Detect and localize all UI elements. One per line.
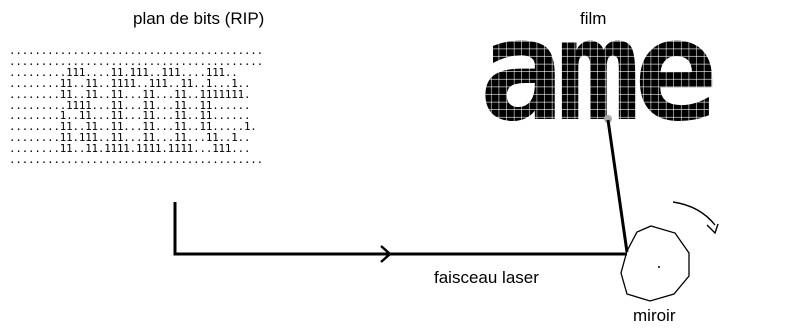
mirror-label: miroir bbox=[633, 306, 676, 325]
laser-direction-arrow bbox=[380, 245, 392, 263]
film-text: ame bbox=[479, 0, 713, 153]
bitmap-row: .........1111...11...11...11..11...... bbox=[9, 98, 251, 112]
bitmap-row: ........1..11...11...11...11..11...... bbox=[9, 109, 251, 123]
bitmap-row: ........11..11.1111.1111.1111...111... bbox=[9, 142, 251, 156]
bitmap-row: ........................................ bbox=[9, 44, 264, 57]
bitmap-title: plan de bits (RIP) bbox=[133, 9, 265, 28]
rotation-arrow-arc bbox=[672, 201, 716, 226]
bitmap-row: ........11..11..1111..111..11..1...1.. bbox=[9, 76, 251, 90]
bitmap-row: ........11.111..11...11...11...11..1.. bbox=[9, 131, 251, 145]
film-contact-point bbox=[604, 115, 612, 123]
bitmap-row: ........................................ bbox=[9, 54, 264, 68]
bitmap-row: ........................................ bbox=[9, 153, 264, 167]
rotating-mirror bbox=[620, 225, 690, 302]
mirror-center-dot bbox=[658, 266, 660, 268]
bitmap-grid: ........................................… bbox=[9, 44, 264, 167]
bitmap-row: ........11..11..11...11...11..11.....1. bbox=[9, 120, 257, 134]
bitmap-row: .........111....11.111..111....111.. bbox=[9, 65, 238, 79]
rotation-arrow-head bbox=[706, 223, 719, 235]
film-pixel-text: ame bbox=[479, 0, 720, 153]
reflected-beam-line bbox=[606, 119, 629, 253]
bitmap-row: ........11..11..11...11...11..1111111. bbox=[9, 87, 251, 101]
film-title: film bbox=[580, 9, 607, 28]
laser-beam-path bbox=[173, 202, 627, 256]
laser-beam-label: faisceau laser bbox=[434, 268, 539, 287]
